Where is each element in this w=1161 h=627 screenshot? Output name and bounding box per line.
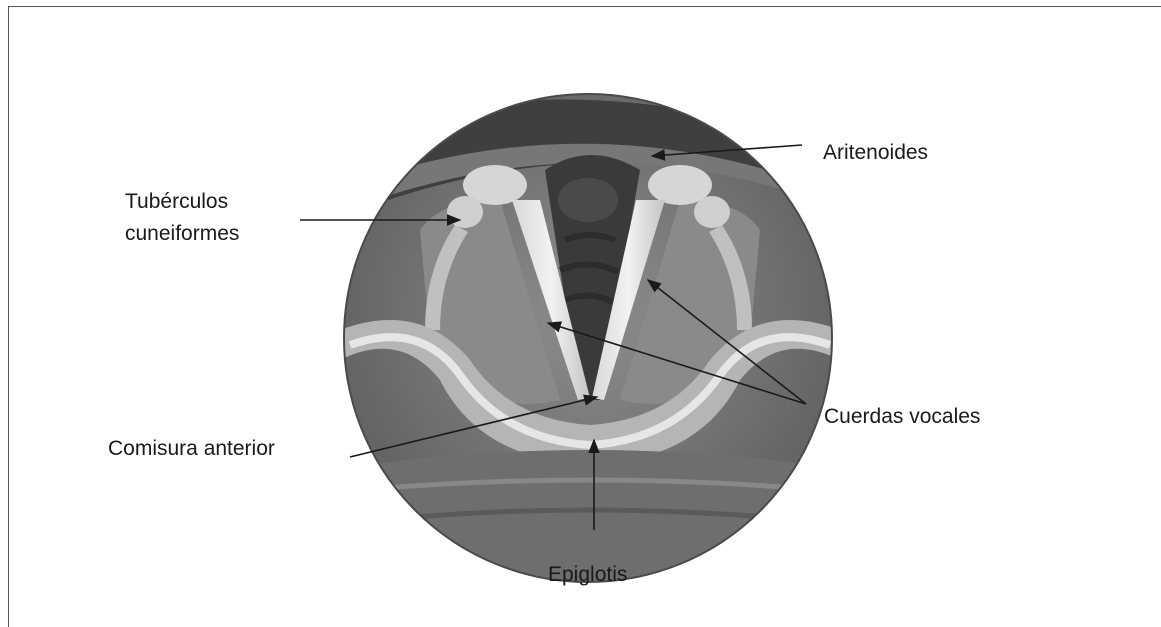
label-tuberculos-line2: cuneiformes <box>125 221 239 247</box>
label-aritenoides: Aritenoides <box>823 140 928 166</box>
label-comisura-anterior: Comisura anterior <box>108 436 275 462</box>
larynx-view <box>330 80 850 600</box>
label-tuberculos-line1: Tubérculos <box>125 189 228 215</box>
label-cuerdas-vocales: Cuerdas vocales <box>824 404 980 430</box>
label-epiglotis: Epiglotis <box>548 562 627 588</box>
